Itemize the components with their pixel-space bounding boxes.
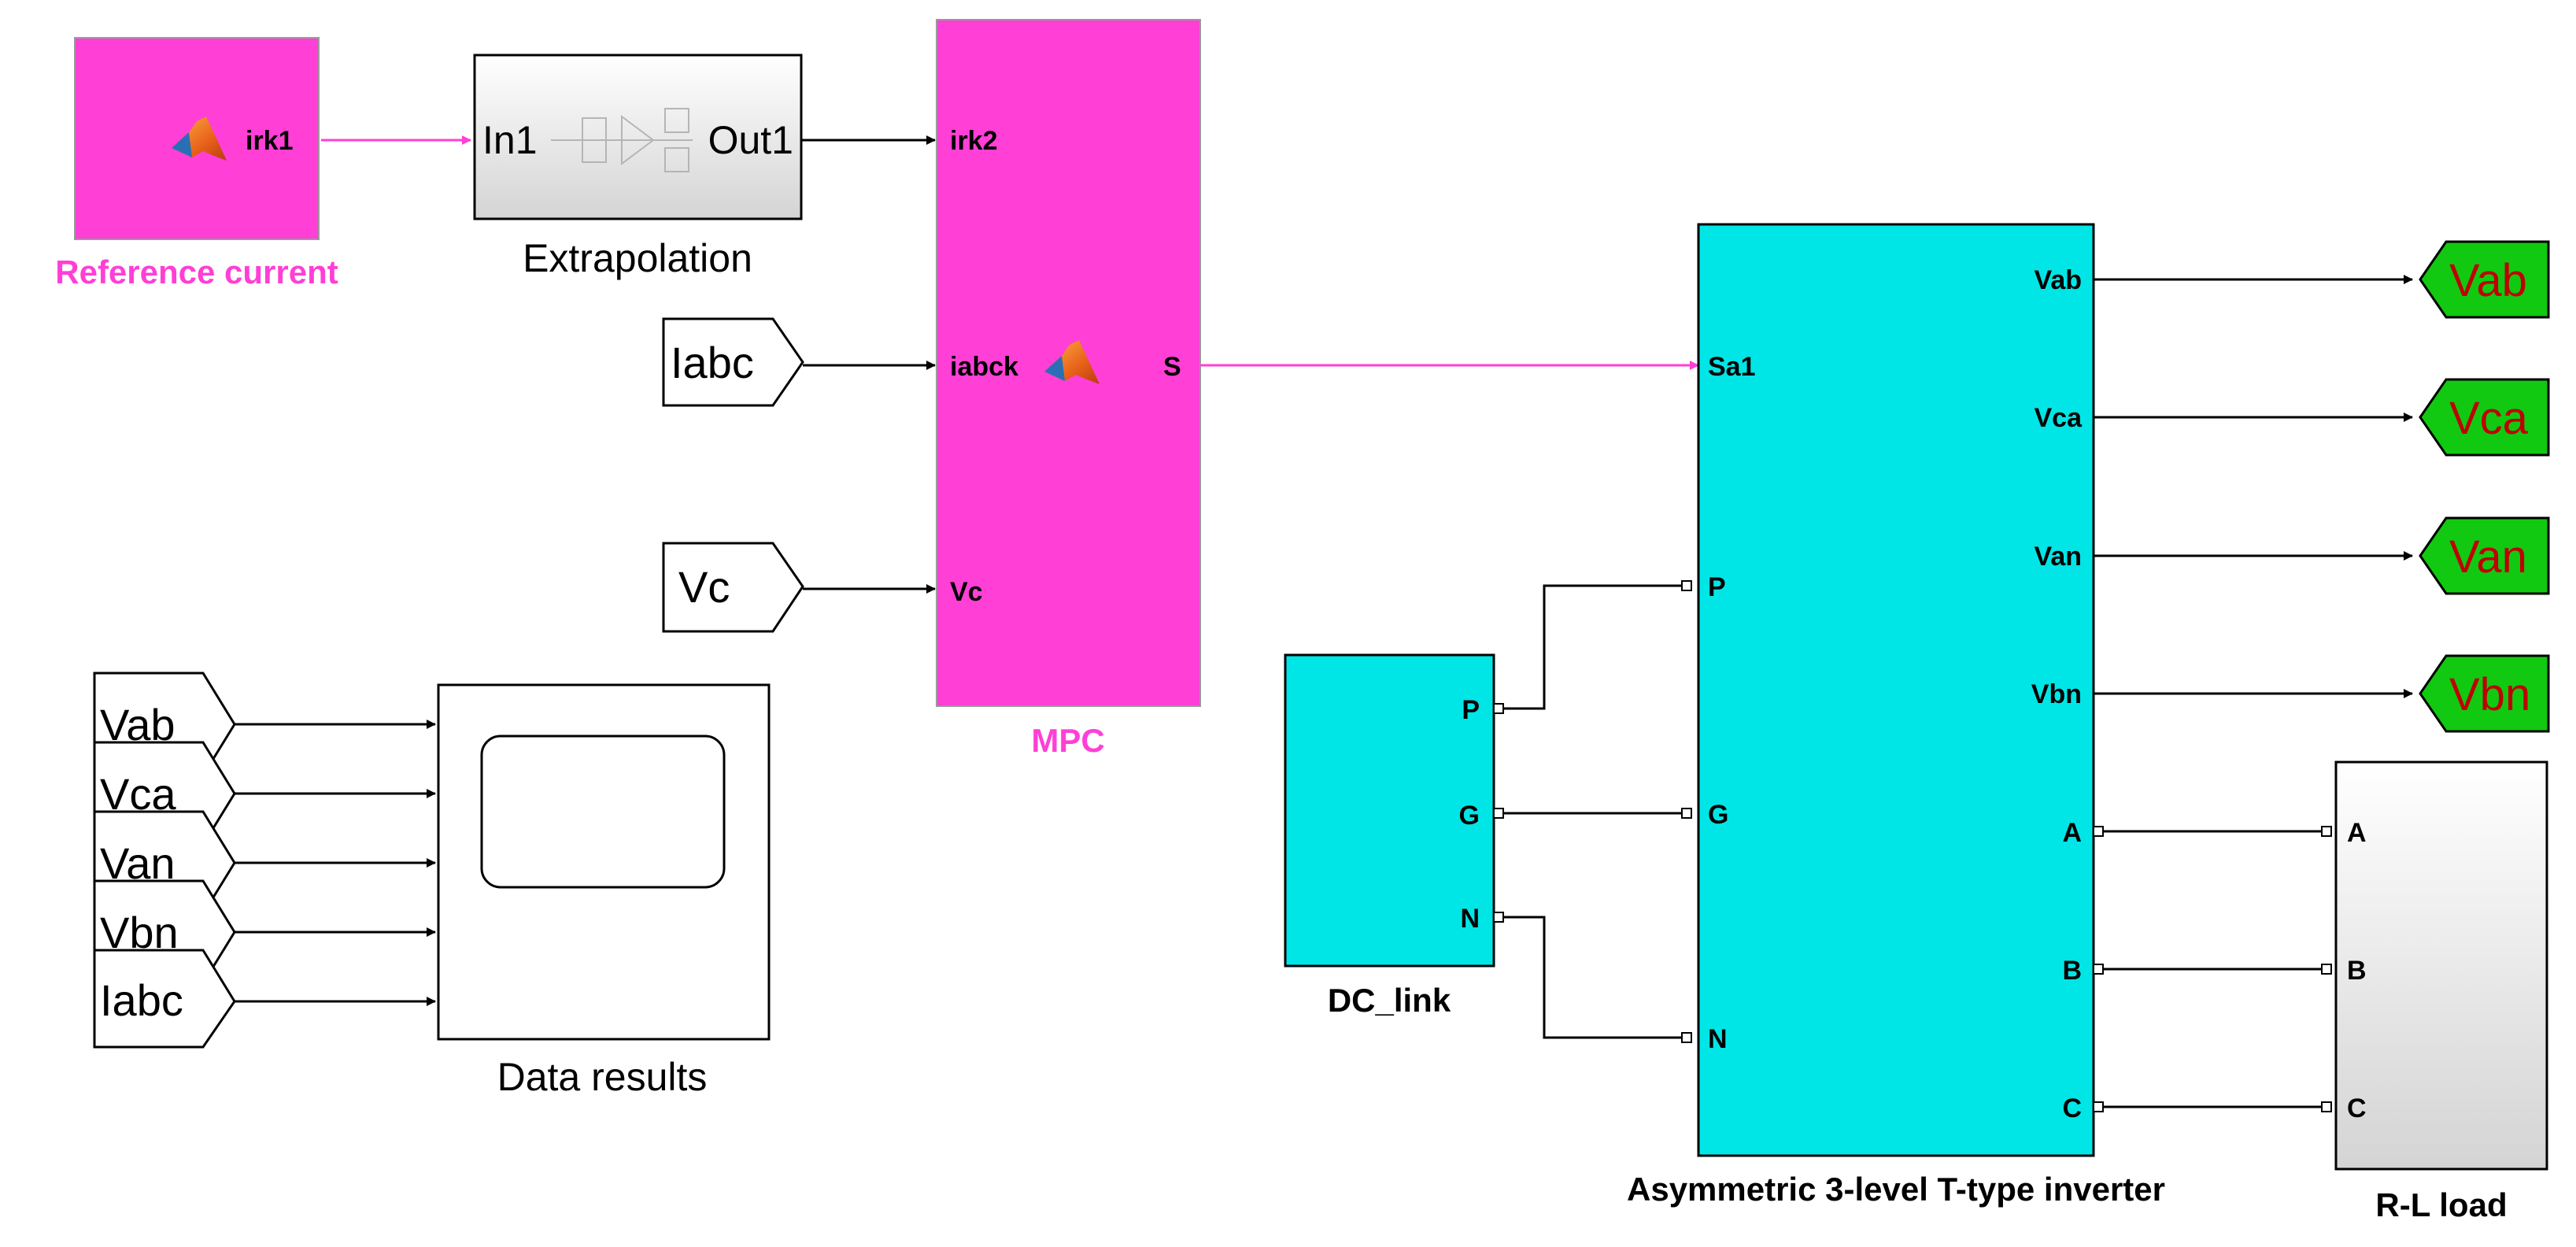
rl-load-block[interactable]: A B C	[2321, 760, 2548, 1171]
rl-load-caption: R-L load	[2375, 1186, 2507, 1223]
mpc-block[interactable]: irk2 iabck Vc S	[936, 19, 1201, 707]
load-port-b: B	[2347, 956, 2367, 986]
from-tag-iabc[interactable]: Iabc	[662, 317, 804, 407]
goto-tag-van[interactable]: Van	[2419, 516, 2550, 595]
svg-text:Van: Van	[2449, 531, 2527, 583]
dc-link-port-n: N	[1460, 904, 1480, 934]
svg-text:Vca: Vca	[2449, 393, 2529, 444]
from-tag-vc[interactable]: Vc	[662, 542, 804, 633]
load-port-c: C	[2347, 1093, 2367, 1123]
inverter-in-port-p: P	[1708, 572, 1726, 602]
dc-link-port-g: G	[1459, 801, 1480, 831]
inverter-out-port-c: C	[2062, 1093, 2082, 1123]
extrapolation-caption: Extrapolation	[523, 236, 752, 280]
inverter-out-port-vbn: Vbn	[2031, 679, 2082, 709]
svg-text:Iabc: Iabc	[100, 975, 183, 1025]
scope-input-signals	[235, 720, 436, 1006]
inverter-output-signals	[2094, 275, 2413, 698]
inverter-terminal-n[interactable]	[1681, 1032, 1692, 1043]
goto-tag-vab[interactable]: Vab	[2419, 240, 2550, 319]
svg-text:Vc: Vc	[678, 562, 730, 612]
load-terminal-b[interactable]	[2321, 964, 2332, 975]
inverter-in-port-n: N	[1708, 1024, 1728, 1054]
inverter-out-port-b: B	[2062, 956, 2082, 986]
dc-link-terminal-n[interactable]	[1493, 912, 1504, 923]
svg-text:Vab: Vab	[2449, 255, 2527, 306]
inverter-terminal-g[interactable]	[1681, 808, 1692, 819]
reference-out-port-label: irk1	[246, 126, 294, 156]
mpc-caption: MPC	[1031, 722, 1104, 759]
inverter-terminal-p[interactable]	[1681, 580, 1692, 591]
extrapolation-out-port-label: Out1	[708, 118, 793, 162]
load-terminal-a[interactable]	[2321, 826, 2332, 837]
inverter-out-port-vab: Vab	[2035, 265, 2082, 295]
inverter-out-port-a: A	[2062, 818, 2082, 848]
dc-link-terminal-g[interactable]	[1493, 808, 1504, 819]
dc-link-connections	[1503, 584, 1682, 1039]
mpc-in-port-irk2: irk2	[950, 126, 998, 156]
inverter-caption: Asymmetric 3-level T-type inverter	[1627, 1171, 2165, 1208]
inverter-in-port-sa1: Sa1	[1708, 352, 1756, 382]
mpc-out-port-s: S	[1163, 352, 1181, 382]
load-port-a: A	[2347, 818, 2367, 848]
inverter-terminal-b[interactable]	[2093, 964, 2104, 975]
reference-current-block[interactable]: irk1	[74, 37, 320, 240]
mpc-in-port-vc: Vc	[950, 577, 983, 607]
inverter-in-port-g: G	[1708, 800, 1728, 830]
load-connections	[2103, 830, 2322, 1108]
inverter-terminal-a[interactable]	[2093, 826, 2104, 837]
svg-text:Iabc: Iabc	[671, 338, 754, 387]
extrapolation-in-port-label: In1	[482, 118, 538, 162]
data-results-scope-block[interactable]	[437, 683, 771, 1041]
inverter-out-port-van: Van	[2035, 542, 2082, 572]
extrapolation-block[interactable]: In1 Out1	[473, 54, 803, 220]
from-tag-iabc-scope[interactable]: Iabc	[93, 949, 236, 1049]
data-results-caption: Data results	[497, 1055, 708, 1099]
dc-link-port-p: P	[1462, 695, 1480, 725]
scope-from-tags: Vab Vca Van Vbn Iabc	[93, 672, 236, 1049]
connection-p[interactable]	[1503, 584, 1682, 710]
dc-link-terminal-p[interactable]	[1493, 703, 1504, 714]
inverter-terminal-c[interactable]	[2093, 1101, 2104, 1112]
matlab-logo-icon	[172, 117, 227, 161]
reference-current-caption: Reference current	[55, 253, 338, 290]
inverter-out-port-vca: Vca	[2035, 403, 2083, 433]
subsystem-icon	[551, 108, 693, 172]
mpc-in-port-iabck: iabck	[950, 352, 1018, 382]
goto-tag-vca[interactable]: Vca	[2419, 378, 2550, 457]
svg-text:Vbn: Vbn	[2449, 669, 2530, 720]
goto-tag-vbn[interactable]: Vbn	[2419, 654, 2550, 733]
load-terminal-c[interactable]	[2321, 1101, 2332, 1112]
dc-link-caption: DC_link	[1328, 982, 1451, 1019]
inverter-block[interactable]: Sa1 P G N Vab Vca Van Vbn A B C	[1681, 223, 2104, 1157]
dc-link-block[interactable]: P G N	[1284, 653, 1504, 968]
connection-n[interactable]	[1503, 916, 1682, 1039]
scope-screen-icon	[480, 735, 726, 889]
matlab-logo-icon	[1044, 340, 1100, 384]
